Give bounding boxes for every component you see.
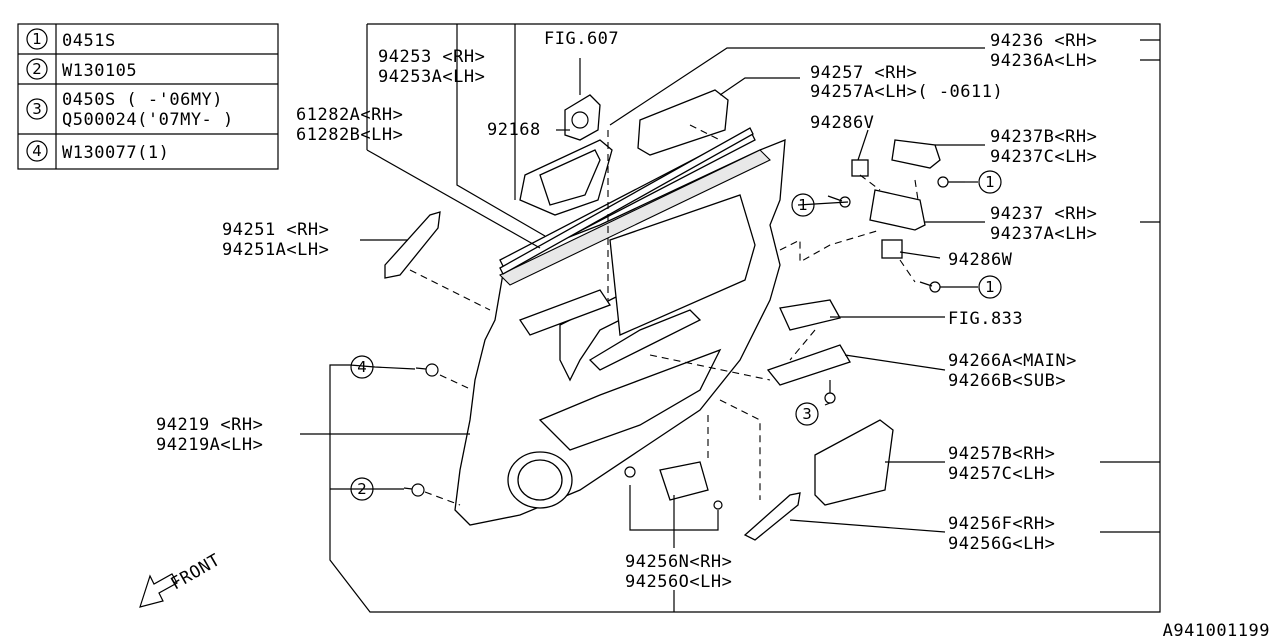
label-94237-rh: 94237 <RH> [990, 204, 1097, 224]
legend-part-2: W130105 [62, 61, 137, 81]
dashed-lines [409, 124, 919, 506]
grip-handle-94253 [519, 139, 613, 216]
bracket-94256n [659, 461, 709, 501]
label-61282-rh: 61282A<RH> [296, 105, 403, 125]
label-94237c-lh: 94237C<LH> [990, 147, 1097, 167]
callout-1a: 1 [985, 173, 995, 191]
legend-part-3b: Q500024('07MY- ) [62, 110, 234, 130]
label-94257-rh: 94257 <RH> [810, 63, 917, 83]
label-94257-lh: 94257A<LH>( -0611) [810, 82, 1003, 102]
label-94253-lh: 94253A<LH> [378, 67, 485, 87]
label-94286w: 94286W [948, 250, 1013, 270]
label-94236-lh: 94236A<LH> [990, 51, 1097, 71]
label-94237-lh: 94237A<LH> [990, 224, 1097, 244]
callout-3: 3 [802, 405, 812, 423]
legend-num-1: 1 [32, 30, 42, 48]
label-94219-lh: 94219A<LH> [156, 435, 263, 455]
callout-4: 4 [357, 358, 367, 376]
part-labels: 94236 <RH> 94236A<LH> 94253 <RH> 94253A<… [156, 29, 1097, 592]
label-61282-lh: 61282B<LH> [296, 125, 403, 145]
legend-part-3a: 0450S ( -'06MY) [62, 90, 223, 110]
assembly-frame [329, 23, 1161, 613]
clip-94286w [881, 239, 903, 259]
callout-2: 2 [357, 480, 367, 498]
switch-fig833 [779, 299, 841, 331]
callouts: 1 1 1 3 4 2 [350, 170, 1002, 501]
front-label: FRONT [168, 550, 224, 594]
corner-cover-94251 [384, 211, 441, 279]
legend-table: 1 2 3 4 0451S W130105 0450S ( -'06MY) Q5… [17, 23, 279, 170]
label-fig607: FIG.607 [544, 29, 619, 49]
inner-handle-fig607 [564, 94, 601, 141]
callout-1b: 1 [798, 196, 808, 214]
legend-num-3: 3 [32, 100, 42, 118]
label-94266b: 94266B<SUB> [948, 371, 1066, 391]
label-94256f-rh: 94256F<RH> [948, 514, 1055, 534]
legend-part-4: W130077(1) [62, 143, 169, 163]
label-94236-rh: 94236 <RH> [990, 31, 1097, 51]
label-94256n-rh: 94256N<RH> [625, 552, 732, 572]
label-94286v: 94286V [810, 113, 874, 133]
legend-num-2: 2 [32, 60, 42, 78]
legend-num-4: 4 [32, 142, 42, 160]
cover-94256f [743, 492, 801, 541]
switch-bezel-94237 [869, 139, 941, 231]
label-fig833: FIG.833 [948, 309, 1023, 329]
label-94251-lh: 94251A<LH> [222, 240, 329, 260]
clip-94286v [851, 159, 869, 177]
front-arrow-icon [139, 573, 178, 608]
label-94237b-rh: 94237B<RH> [990, 127, 1097, 147]
label-94219-rh: 94219 <RH> [156, 415, 263, 435]
label-94256o-lh: 94256O<LH> [625, 572, 732, 592]
legend-part-1: 0451S [62, 31, 116, 51]
diagram-id: A941001199 [1163, 621, 1270, 640]
pocket-94257 [637, 89, 729, 156]
sill-trim-61282 [499, 127, 754, 275]
label-94256g-lh: 94256G<LH> [948, 534, 1055, 554]
label-92168: 92168 [487, 120, 541, 140]
callout-1c: 1 [985, 278, 995, 296]
door-trim-panel [454, 129, 786, 526]
label-94266a: 94266A<MAIN> [948, 351, 1077, 371]
label-94251-rh: 94251 <RH> [222, 220, 329, 240]
switch-94266 [766, 344, 851, 386]
armrest-94257b [814, 419, 894, 506]
label-94257c-lh: 94257C<LH> [948, 464, 1055, 484]
label-94257b-rh: 94257B<RH> [948, 444, 1055, 464]
label-94253-rh: 94253 <RH> [378, 47, 485, 67]
leader-lines [300, 24, 1160, 612]
